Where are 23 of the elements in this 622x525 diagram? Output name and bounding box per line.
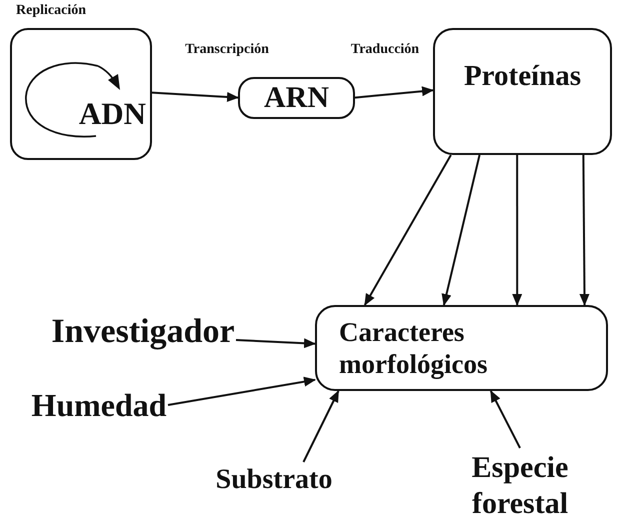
node-label: Caracteres morfológicos <box>338 316 488 380</box>
edge-label: Transcripción <box>183 42 271 58</box>
arrow <box>364 154 452 306</box>
process-box <box>238 77 355 119</box>
arrow <box>152 92 239 102</box>
arrow <box>168 376 316 406</box>
arrow <box>236 338 316 348</box>
node-label: ADN <box>78 95 147 133</box>
arrow <box>302 390 340 462</box>
node-label: Humedad <box>31 386 167 424</box>
process-box <box>315 305 608 391</box>
arrow <box>579 155 590 306</box>
arrow <box>490 390 521 448</box>
node-label: Substrato <box>216 463 332 497</box>
node-label: Proteínas <box>464 59 582 94</box>
node-label: ARN <box>264 80 329 116</box>
arrow <box>512 155 522 306</box>
node-heading: Replicación <box>16 3 86 19</box>
node-label: Especie forestal <box>470 450 570 522</box>
process-box <box>433 28 612 155</box>
arrow <box>354 86 434 99</box>
arrow <box>442 154 481 306</box>
node-label: Investigador <box>51 312 235 352</box>
